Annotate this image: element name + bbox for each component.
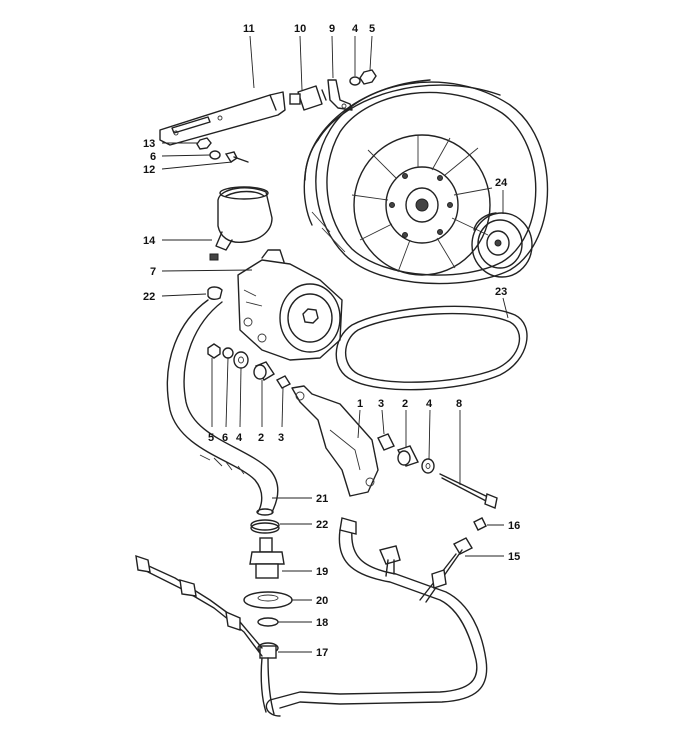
rubber-mount-10 bbox=[289, 85, 327, 111]
bushing-3-left bbox=[275, 375, 292, 389]
callout-5-top: 5 bbox=[369, 23, 375, 35]
callout-22-top: 22 bbox=[143, 291, 155, 303]
washer-4-right bbox=[421, 458, 435, 474]
callout-10: 10 bbox=[294, 23, 306, 35]
callout-8: 8 bbox=[456, 398, 462, 410]
callout-22-bottom: 22 bbox=[316, 519, 328, 531]
callout-24: 24 bbox=[495, 177, 508, 189]
grommet-20 bbox=[243, 591, 293, 609]
washer-6-top bbox=[209, 150, 221, 160]
mounting-bracket-1 bbox=[291, 385, 379, 497]
callout-9: 9 bbox=[329, 23, 335, 35]
callout-2-right: 2 bbox=[402, 398, 408, 410]
callout-3-right: 3 bbox=[378, 398, 384, 410]
clamp-strap-9 bbox=[327, 79, 353, 111]
spacer-2-left bbox=[253, 361, 275, 381]
bolt-12 bbox=[224, 151, 249, 163]
return-line-assembly bbox=[135, 517, 488, 717]
nut-5-top bbox=[359, 69, 377, 85]
callout-20: 20 bbox=[316, 595, 328, 607]
callout-13: 13 bbox=[143, 138, 155, 150]
callout-21: 21 bbox=[316, 493, 328, 505]
washer-4-left bbox=[233, 351, 249, 369]
bushing-3-right bbox=[377, 433, 395, 451]
bracket-11 bbox=[159, 91, 286, 146]
pulley-24 bbox=[471, 212, 533, 278]
pump-7 bbox=[237, 249, 343, 361]
hose-clamp-22-top bbox=[207, 286, 223, 301]
hose-clamp-22-bottom bbox=[250, 519, 280, 534]
callout-4-top: 4 bbox=[352, 23, 359, 35]
callout-5-left: 5 bbox=[208, 432, 214, 444]
blower-fan-wheel bbox=[303, 79, 549, 285]
callout-15: 15 bbox=[508, 551, 520, 563]
callout-labels: 11 10 9 4 5 13 6 12 24 14 7 22 23 5 6 4 … bbox=[143, 23, 520, 659]
callout-14: 14 bbox=[143, 235, 156, 247]
callout-23: 23 bbox=[495, 286, 507, 298]
spacer-2-right bbox=[397, 445, 419, 467]
callout-18: 18 bbox=[316, 617, 328, 629]
pressure-line-15 bbox=[419, 537, 473, 603]
callout-2-left: 2 bbox=[258, 432, 264, 444]
callout-12: 12 bbox=[143, 164, 155, 176]
washer-6-left bbox=[222, 347, 234, 359]
nut-13 bbox=[196, 137, 212, 150]
seal-ring-18 bbox=[257, 617, 279, 627]
callout-4-left: 4 bbox=[236, 432, 243, 444]
callout-1: 1 bbox=[357, 398, 363, 410]
callout-3-left: 3 bbox=[278, 432, 284, 444]
callout-17: 17 bbox=[316, 647, 328, 659]
nut-5-left bbox=[207, 343, 221, 359]
callout-19: 19 bbox=[316, 566, 328, 578]
callout-6-left: 6 bbox=[222, 432, 228, 444]
callout-leader-lines bbox=[161, 35, 509, 653]
reservoir-14 bbox=[209, 186, 273, 261]
callout-16: 16 bbox=[508, 520, 520, 532]
bolt-8 bbox=[439, 473, 498, 509]
washer-4-top bbox=[349, 76, 361, 86]
fitting-16 bbox=[473, 517, 487, 531]
callout-4-right: 4 bbox=[426, 398, 433, 410]
callout-7: 7 bbox=[150, 266, 156, 278]
v-belt-23 bbox=[335, 305, 528, 391]
union-fitting-19 bbox=[249, 537, 285, 579]
callout-6-top: 6 bbox=[150, 151, 156, 163]
hose-21 bbox=[166, 299, 279, 516]
callout-11: 11 bbox=[243, 23, 255, 35]
